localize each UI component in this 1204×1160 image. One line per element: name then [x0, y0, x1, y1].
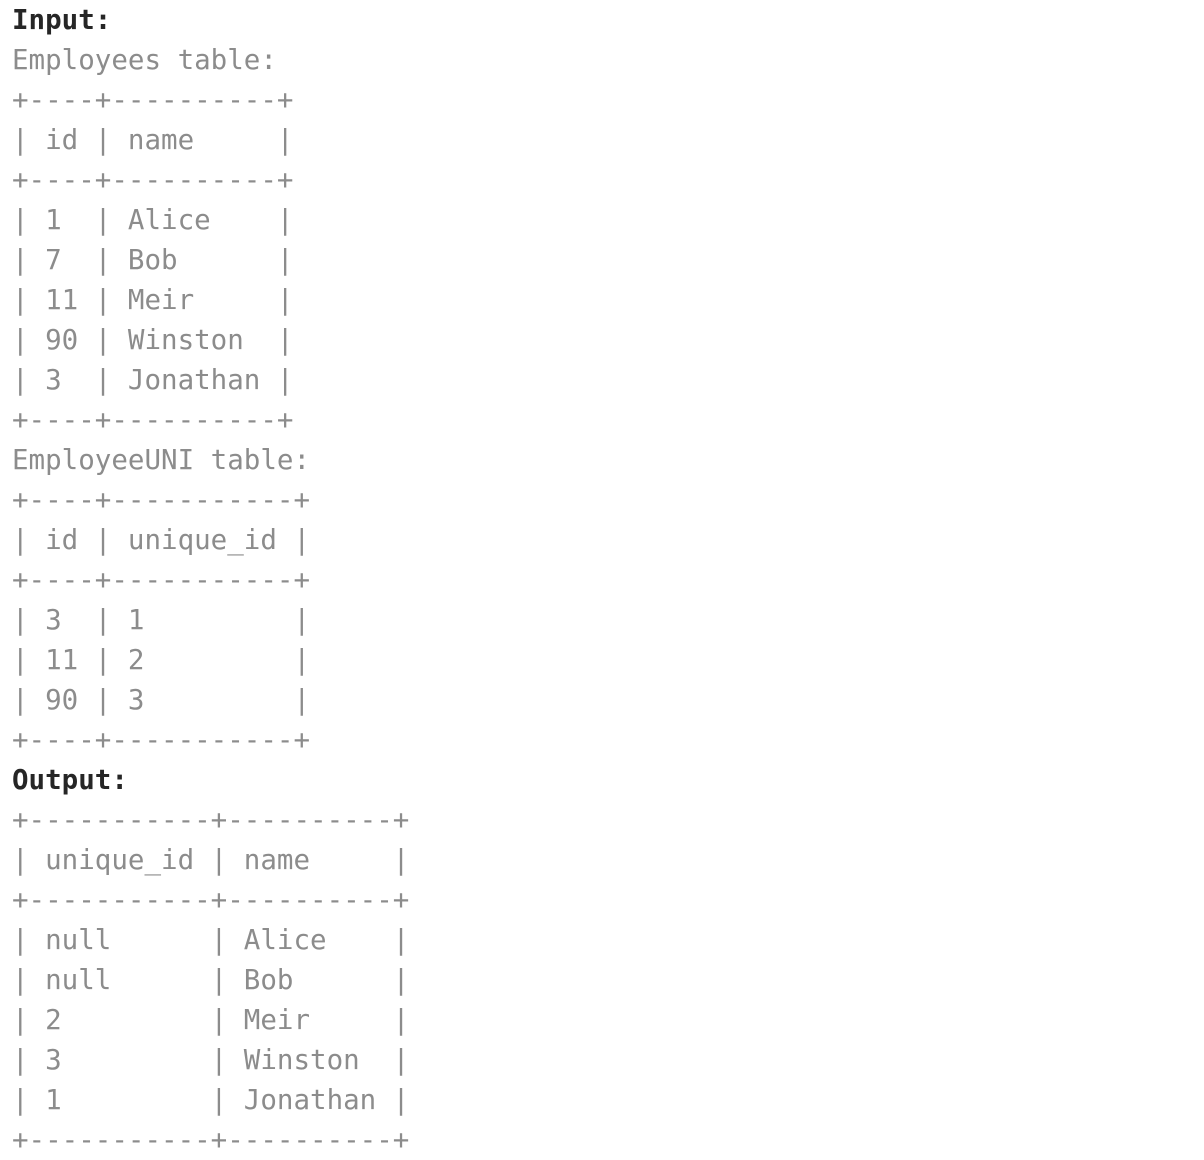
employeeuni-table-title: EmployeeUNI table: [12, 444, 311, 476]
example-io-block: Input: Employees table: +----+----------… [12, 0, 1204, 1160]
output-table-row: | 1 | Jonathan | [12, 1084, 410, 1116]
employeeuni-table-border-top: +----+-----------+ [12, 484, 311, 516]
employeeuni-table-row: | 90 | 3 | [12, 684, 311, 716]
employeeuni-table-row: | 3 | 1 | [12, 604, 311, 636]
employees-table-border-mid: +----+----------+ [12, 164, 294, 196]
input-label: Input: [12, 4, 112, 36]
employees-table-row: | 7 | Bob | [12, 244, 294, 276]
employees-table-border-top: +----+----------+ [12, 84, 294, 116]
output-label: Output: [12, 764, 128, 796]
employees-table-row: | 3 | Jonathan | [12, 364, 294, 396]
employees-table-row: | 11 | Meir | [12, 284, 294, 316]
employees-table-row: | 1 | Alice | [12, 204, 294, 236]
output-table-header-row: | unique_id | name | [12, 844, 410, 876]
employeeuni-table-row: | 11 | 2 | [12, 644, 311, 676]
employees-table-row: | 90 | Winston | [12, 324, 294, 356]
employeeuni-table-border-mid: +----+-----------+ [12, 564, 311, 596]
output-table-row: | 3 | Winston | [12, 1044, 410, 1076]
employees-table-title: Employees table: [12, 44, 277, 76]
output-table-border-bottom: +-----------+----------+ [12, 1124, 410, 1156]
output-table-row: | null | Alice | [12, 924, 410, 956]
employees-table-header-row: | id | name | [12, 124, 294, 156]
employeeuni-table-header-row: | id | unique_id | [12, 524, 311, 556]
output-table-row: | null | Bob | [12, 964, 410, 996]
employees-table-border-bottom: +----+----------+ [12, 404, 294, 436]
output-table-row: | 2 | Meir | [12, 1004, 410, 1036]
output-table-border-top: +-----------+----------+ [12, 804, 410, 836]
output-table-border-mid: +-----------+----------+ [12, 884, 410, 916]
employeeuni-table-border-bottom: +----+-----------+ [12, 724, 311, 756]
